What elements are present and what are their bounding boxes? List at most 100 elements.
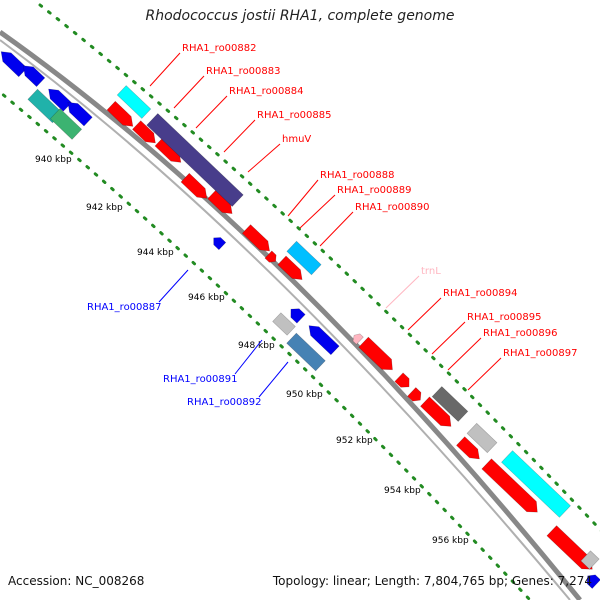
gene-trnL-shape xyxy=(352,333,364,345)
gene-hmuV xyxy=(180,172,208,199)
gene-ro00895 xyxy=(394,372,410,388)
gene-cyan-long-shape xyxy=(501,450,571,518)
tick-label: 950 kbp xyxy=(286,390,323,400)
gene-label: RHA1_ro00883 xyxy=(206,66,281,77)
leader-line xyxy=(407,297,442,331)
gene-labels: RHA1_ro00882RHA1_ro00883RHA1_ro00884RHA1… xyxy=(87,43,578,408)
leader-line xyxy=(173,75,205,109)
gene-ro00896 xyxy=(407,387,422,402)
gene-label: hmuV xyxy=(282,134,311,145)
gene-label: RHA1_ro00885 xyxy=(257,110,332,121)
gene-navy-shape xyxy=(146,113,244,207)
leader-line xyxy=(234,339,263,375)
map-title: Rhodococcus jostii RHA1, complete genome xyxy=(145,8,455,24)
gene-small-rev-shape xyxy=(213,237,227,251)
gene-teal-a xyxy=(27,88,63,124)
gene-ro00884-shape xyxy=(132,120,156,144)
gene-red-e-shape xyxy=(546,525,593,570)
leader-line xyxy=(467,357,502,391)
gene-label: RHA1_ro00894 xyxy=(443,288,518,299)
gene-hmuV-shape xyxy=(180,172,208,199)
gene-cyan-long xyxy=(501,450,571,518)
gene-rev-a xyxy=(0,51,28,78)
gene-rev-b xyxy=(22,65,46,88)
gene-grey-c xyxy=(580,550,600,570)
backbone-inner xyxy=(0,39,571,600)
leader-line xyxy=(149,52,181,87)
gene-grey-a-shape xyxy=(272,312,296,336)
gene-ro00890 xyxy=(277,255,303,280)
gene-ro00889-shape xyxy=(264,250,277,263)
gene-ro00895-shape xyxy=(394,372,410,388)
gene-dark-grey xyxy=(431,386,469,422)
gene-label: RHA1_ro00882 xyxy=(182,43,257,54)
gene-label: RHA1_ro00897 xyxy=(503,348,578,359)
gene-ro00890-shape xyxy=(277,255,303,280)
gene-ro00891-shape xyxy=(308,325,340,356)
tick-label: 944 kbp xyxy=(137,248,174,258)
gene-ro00888 xyxy=(241,224,270,252)
gene-label: RHA1_ro00896 xyxy=(483,328,558,339)
accession-text: Accession: NC_008268 xyxy=(8,574,145,588)
gene-ro00892-shape xyxy=(286,332,326,372)
gene-grey-a xyxy=(272,312,296,336)
gene-ro00889 xyxy=(264,250,277,263)
leader-line xyxy=(158,269,189,303)
gene-red-d-shape xyxy=(481,458,538,513)
gene-grey-b-shape xyxy=(466,422,498,454)
gene-red-c-shape xyxy=(456,436,480,460)
gene-ro00892 xyxy=(286,332,326,372)
tick-label: 956 kbp xyxy=(432,536,469,546)
gene-rev-c-shape xyxy=(48,88,72,112)
genome-backbone xyxy=(0,29,582,600)
leader-line xyxy=(299,194,336,229)
gene-rev-b-shape xyxy=(22,65,46,88)
gene-teal-b xyxy=(49,108,83,140)
gene-red-d xyxy=(481,458,538,513)
gene-ro00891 xyxy=(308,325,340,356)
leader-line xyxy=(319,211,354,247)
tick-label: 942 kbp xyxy=(86,203,123,213)
gene-small-rev xyxy=(213,237,227,251)
gene-ro00883 xyxy=(106,100,134,127)
gene-red-e xyxy=(546,525,593,570)
gene-ro00887-shape xyxy=(290,308,306,324)
gene-ro00883-shape xyxy=(106,100,134,127)
gene-features xyxy=(0,51,600,589)
tick-label: 952 kbp xyxy=(336,436,373,446)
leader-line xyxy=(385,275,420,309)
topology-summary: Topology: linear; Length: 7,804,765 bp; … xyxy=(272,574,592,588)
leader-line xyxy=(258,361,289,398)
gene-label: RHA1_ro00890 xyxy=(355,202,430,213)
gene-rev-d xyxy=(67,102,93,127)
gene-rev-a-shape xyxy=(0,51,28,78)
leader-line xyxy=(287,179,319,217)
track-dotted-guides xyxy=(0,3,600,600)
gene-grey-b xyxy=(466,422,498,454)
gene-teal-a-shape xyxy=(27,88,63,124)
gene-label: RHA1_ro00891 xyxy=(163,374,238,385)
leader-line xyxy=(431,321,466,355)
gene-grey-c-shape xyxy=(580,550,600,570)
gene-label: RHA1_ro00888 xyxy=(320,170,395,181)
dotted-track-2 xyxy=(0,90,532,600)
gene-label: trnL xyxy=(421,266,441,277)
tick-label: 948 kbp xyxy=(238,341,275,351)
gene-rev-d-shape xyxy=(67,102,93,127)
gene-ro00888-shape xyxy=(241,224,270,252)
gene-label: RHA1_ro00889 xyxy=(337,185,412,196)
leader-line xyxy=(247,143,281,173)
gene-label: RHA1_ro00892 xyxy=(187,397,262,408)
gene-ro00887 xyxy=(290,308,306,324)
gene-teal-b-shape xyxy=(49,108,83,140)
gene-cyan-ro00890-shape xyxy=(286,240,322,276)
gene-ro00897 xyxy=(420,396,452,427)
gene-navy xyxy=(146,113,244,207)
gene-rev-c xyxy=(48,88,72,112)
gene-label: RHA1_ro00895 xyxy=(467,312,542,323)
tick-label: 954 kbp xyxy=(384,486,421,496)
gene-ro00894 xyxy=(358,336,393,371)
leader-line xyxy=(223,119,256,153)
